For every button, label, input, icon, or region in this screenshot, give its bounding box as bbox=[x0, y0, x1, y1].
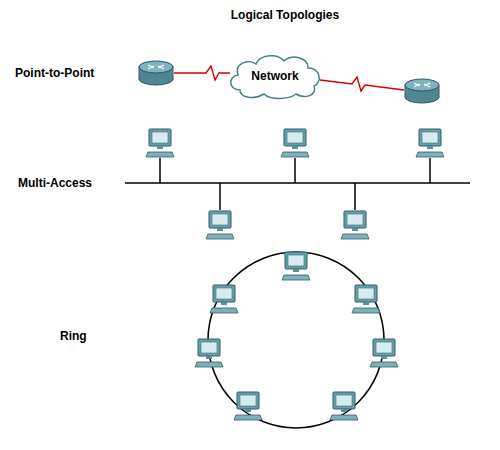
network-cloud: Network bbox=[226, 52, 324, 100]
topology-label: Ring bbox=[60, 329, 87, 343]
pc-icon bbox=[282, 252, 310, 280]
drop-line bbox=[294, 158, 296, 183]
pc-icon bbox=[330, 392, 358, 420]
pc-icon bbox=[370, 339, 398, 367]
pc-icon bbox=[416, 129, 444, 157]
drop-line bbox=[354, 183, 356, 210]
pc-icon bbox=[195, 339, 223, 367]
topology-label: Point-to-Point bbox=[15, 66, 94, 80]
topology-label: Multi-Access bbox=[18, 176, 92, 190]
serial-link bbox=[320, 77, 404, 91]
ring-line bbox=[208, 252, 384, 428]
drop-line bbox=[219, 183, 221, 210]
pc-icon bbox=[210, 285, 238, 313]
pc-icon bbox=[146, 129, 174, 157]
cloud-text: Network bbox=[251, 69, 298, 83]
pc-icon bbox=[206, 211, 234, 239]
pc-icon bbox=[352, 285, 380, 313]
cloud-text-area: Network bbox=[226, 52, 324, 100]
router-icon bbox=[139, 61, 173, 85]
drop-line bbox=[429, 158, 431, 183]
pc-icon bbox=[234, 392, 262, 420]
serial-link bbox=[174, 66, 230, 80]
pc-icon bbox=[281, 129, 309, 157]
cloud-shape bbox=[231, 56, 320, 99]
bus-line bbox=[125, 182, 470, 184]
router-icon bbox=[405, 79, 439, 103]
drop-line bbox=[159, 158, 161, 183]
pc-icon bbox=[341, 211, 369, 239]
diagram-title: Logical Topologies bbox=[0, 8, 500, 22]
